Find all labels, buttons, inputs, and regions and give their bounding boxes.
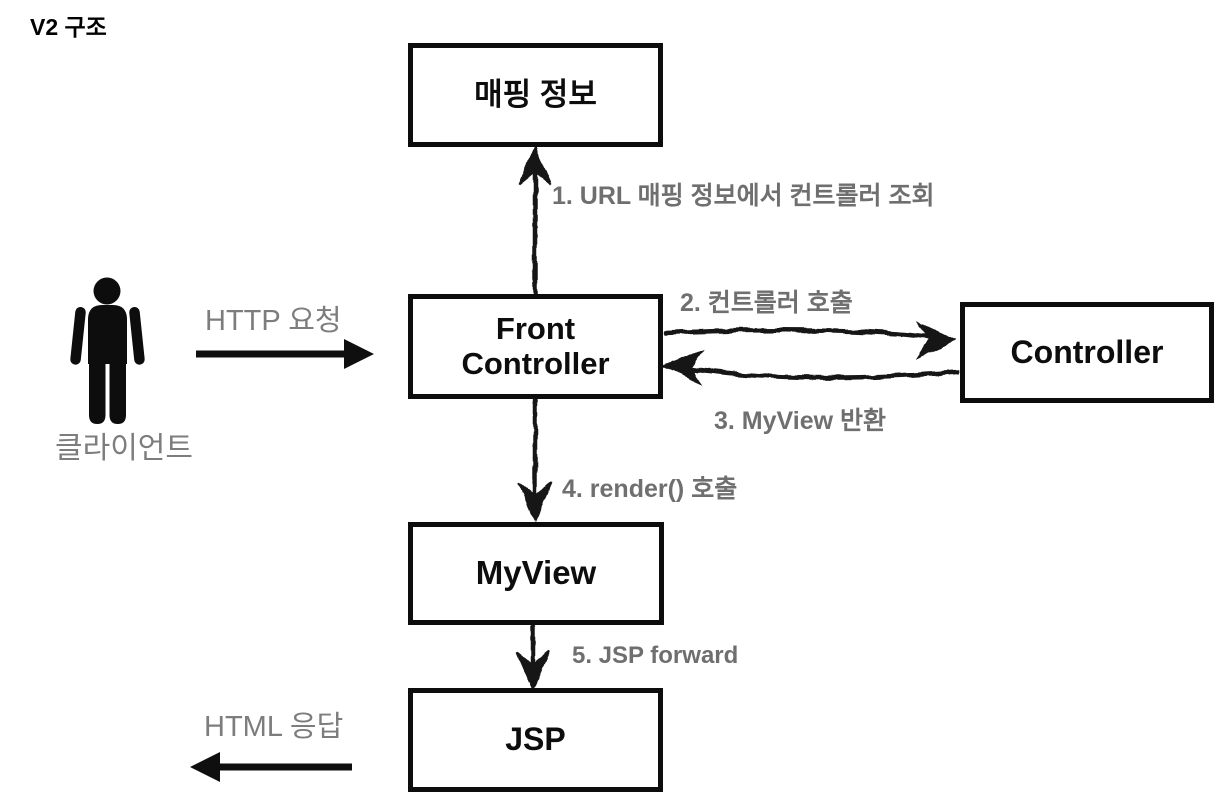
http-request-arrow <box>196 339 374 369</box>
jsp-label: JSP <box>505 721 566 758</box>
html-response-label: HTML 응답 <box>204 711 344 743</box>
client-label: 클라이언트 <box>55 432 193 465</box>
step3-myview-return-arrow <box>661 348 960 386</box>
mapping-info-label: 매핑 정보 <box>474 76 597 112</box>
mapping-info-box: 매핑 정보 <box>408 43 663 147</box>
step2-controller-call-arrow <box>663 320 958 360</box>
controller-box: Controller <box>960 302 1214 403</box>
step1-label: 1. URL 매핑 정보에서 컨트롤러 조회 <box>552 182 935 210</box>
front-controller-box: Front Controller <box>408 294 663 399</box>
step5-jsp-forward-arrow <box>516 623 550 692</box>
html-response-arrow <box>190 752 352 782</box>
page-title: V2 구조 <box>30 14 107 40</box>
step5-label: 5. JSP forward <box>572 642 739 669</box>
myview-label: MyView <box>475 554 597 592</box>
step4-label: 4. render() 호출 <box>562 475 738 503</box>
http-request-label: HTTP 요청 <box>205 305 342 337</box>
step2-label: 2. 컨트롤러 호출 <box>680 289 853 317</box>
myview-box: MyView <box>408 522 664 625</box>
front-controller-label: Front Controller <box>461 310 610 381</box>
step4-render-call-arrow <box>518 397 552 523</box>
person-icon <box>70 277 145 424</box>
jsp-box: JSP <box>408 688 663 792</box>
controller-label: Controller <box>1010 333 1164 370</box>
step3-label: 3. MyView 반환 <box>714 407 886 435</box>
step1-lookup-arrow <box>518 144 552 301</box>
